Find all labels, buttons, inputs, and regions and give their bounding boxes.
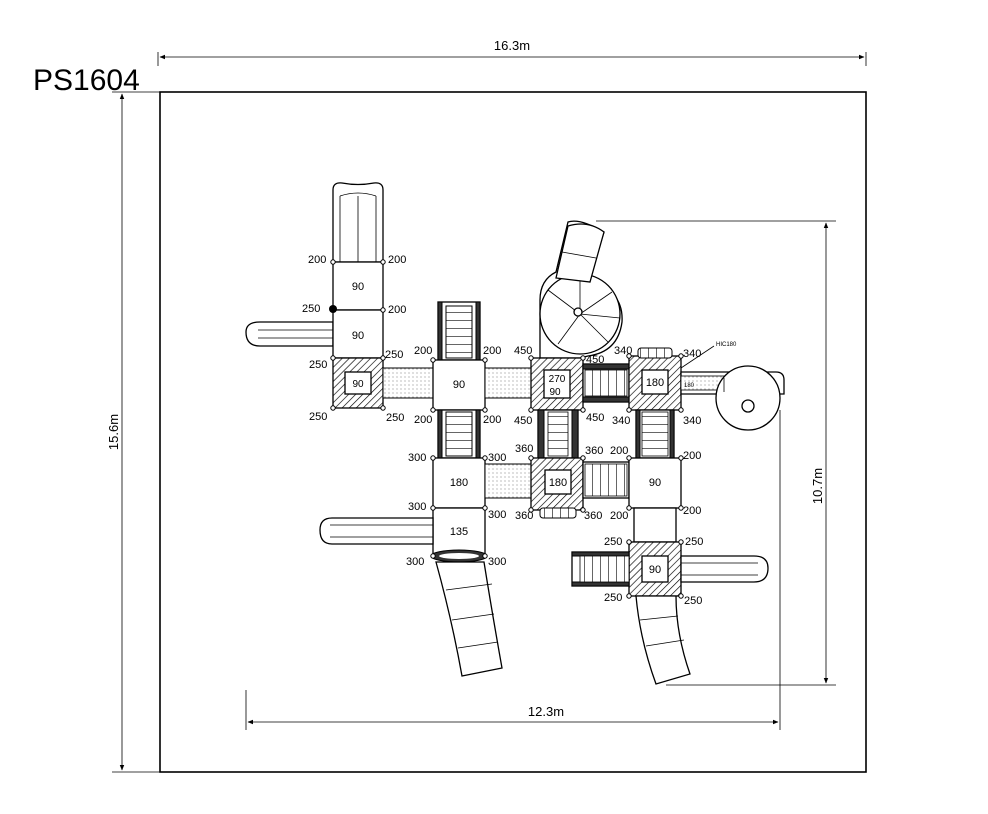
height-label: 300 [488,556,506,568]
height-label: 360 [515,443,533,455]
platform-label: 270 [549,374,566,385]
top-slide [332,182,384,263]
posts [330,259,684,599]
outer-width-dimension: 16.3m [157,38,867,66]
height-label: 300 [488,452,506,464]
height-label: 250 [684,595,702,607]
platform-label: 90 [453,379,465,391]
height-label: 200 [414,414,432,426]
outer-height-label: 15.6m [106,414,121,450]
inner-height-label: 10.7m [810,468,825,504]
steering-wheel-icon [329,305,337,313]
height-label: 450 [514,345,532,357]
hic-label: HIC180 [716,342,737,348]
outer-boundary [159,91,867,773]
left-upper-slide [245,321,334,347]
platform-label: 90 [352,330,364,342]
height-label: 250 [604,536,622,548]
height-label: 200 [610,445,628,457]
height-label: 450 [586,412,604,424]
platform-label: 135 [450,526,468,538]
hic-leader [680,345,715,369]
roofed-platform [332,357,384,409]
bridge-1 [382,367,434,399]
lower-left-curved-slide [435,561,503,677]
height-label: 200 [388,254,406,266]
platform-90-top [332,261,384,311]
height-label: 360 [515,510,533,522]
platform-90-center [432,359,486,411]
height-label: 200 [483,345,501,357]
platform-label: 90 [549,387,561,398]
height-label: 200 [683,450,701,462]
height-label: 250 [385,349,403,361]
height-label: 250 [302,303,320,315]
platform-label: 90 [649,564,661,576]
height-label: 250 [309,359,327,371]
right-tube-slide: 180 [680,365,785,431]
bridge-2 [484,367,532,399]
height-label: 300 [408,452,426,464]
height-label: 200 [683,505,701,517]
height-label: 200 [388,304,406,316]
height-label: 250 [604,592,622,604]
height-label: 340 [614,345,632,357]
outer-height-dimension: 15.6m [106,91,160,773]
height-label: 340 [683,415,701,427]
spiral-slide [539,220,623,359]
connector-right [633,507,677,543]
height-label: 300 [488,509,506,521]
platform-label: 180 [549,477,567,489]
height-label: 200 [610,510,628,522]
height-labels: 200 200 250 200 250 250 250 250 200 200 … [302,254,703,607]
tube-label: 180 [684,383,695,389]
inner-width-dimension: 12.3m [245,410,781,730]
height-label: 250 [386,412,404,424]
height-label: 200 [308,254,326,266]
inner-width-label: 12.3m [528,704,564,719]
height-label: 300 [406,556,424,568]
platform-label: 90 [352,379,364,390]
platform-label: 90 [649,477,661,489]
height-label: 360 [585,445,603,457]
lower-right-slide [680,555,769,583]
height-label: 360 [584,510,602,522]
inner-height-dimension: 10.7m [596,220,836,686]
platform-label: 180 [646,377,664,389]
lower-right-curved-slide [635,595,691,685]
bridge-3 [484,463,532,499]
height-label: 250 [685,536,703,548]
outer-width-label: 16.3m [494,38,530,53]
height-label: 250 [309,411,327,423]
height-label: 450 [514,415,532,427]
height-label: 340 [612,415,630,427]
drawing-title: PS1604 [33,64,140,97]
platform-label: 90 [352,281,364,293]
height-label: 300 [408,501,426,513]
left-lower-slide [319,517,434,545]
height-label: 200 [483,414,501,426]
height-label: 200 [414,345,432,357]
platform-180-left [432,457,486,509]
height-label: 340 [683,348,701,360]
height-label: 450 [586,354,604,366]
platform-label: 180 [450,477,468,489]
